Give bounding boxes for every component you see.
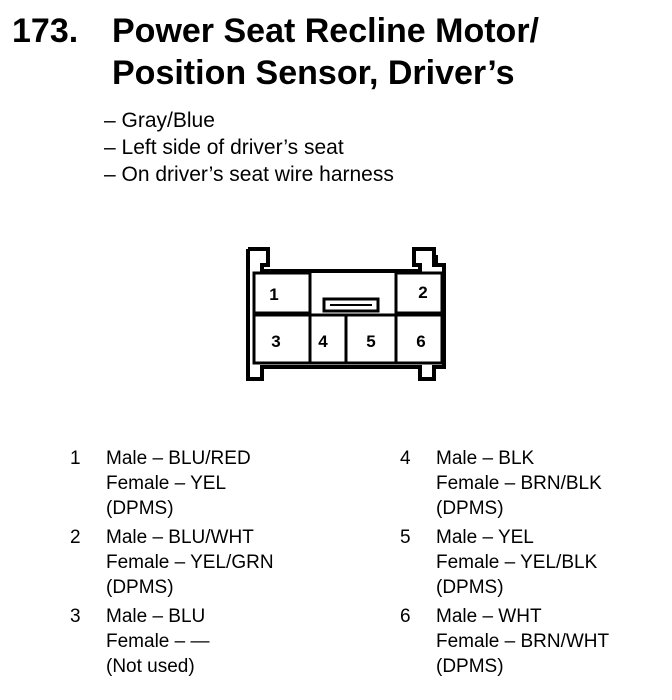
pin-entry-4: 4 Male – BLK Female – BRN/BLK (DPMS) [400,446,609,521]
title-text: Power Seat Recline Motor/ Position Senso… [112,10,539,94]
pin-note: (Not used) [106,656,195,677]
pin-list-left: 1 Male – BLU/RED Female – YEL (DPMS) 2 M… [70,446,274,683]
cavity-4 [308,313,348,365]
pin-number: 2 [70,527,81,548]
pin-male-wire: Male – BLU/WHT [106,527,254,548]
pin-note: (DPMS) [436,577,504,598]
pin-entry-3: 3 Male – BLU Female – — (Not used) [70,604,274,679]
pin-female-wire: Female – BRN/WHT [436,631,610,652]
pin-note: (DPMS) [106,577,174,598]
info-color: – Gray/Blue [104,109,215,132]
cavity-1 [252,271,312,315]
pin-number: 3 [70,606,81,627]
cavity-2 [394,271,444,315]
pin-female-wire: Female – YEL/GRN [106,552,274,573]
pin-male-wire: Male – BLK [436,448,535,469]
connector-housing [246,247,446,381]
pin-entry-2: 2 Male – BLU/WHT Female – YEL/GRN (DPMS) [70,525,274,600]
pin-entry-1: 1 Male – BLU/RED Female – YEL (DPMS) [70,446,274,521]
pin-female-wire: Female – YEL/BLK [436,552,598,573]
pin-note: (DPMS) [436,498,504,519]
pin-female-wire: Female – BRN/BLK [436,473,602,494]
locking-tab [322,297,380,313]
pin-male-wire: Male – WHT [436,606,542,627]
info-location: – Left side of driver’s seat [104,136,344,159]
pin-label-4: 4 [318,332,328,351]
pin-label-6: 6 [416,332,425,351]
connector-diagram: 1 2 3 4 5 6 [246,247,446,381]
pin-label-2: 2 [418,283,427,302]
pin-label-3: 3 [271,332,280,351]
connector-info-list: – Gray/Blue – Left side of driver’s seat… [104,107,394,188]
title-line-1: Power Seat Recline Motor/ [112,12,539,50]
pin-note: (DPMS) [436,656,504,677]
pin-number: 4 [400,448,411,469]
cavity-3 [252,313,312,365]
pin-number: 1 [70,448,81,469]
pin-entry-5: 5 Male – YEL Female – YEL/BLK (DPMS) [400,525,609,600]
pin-female-wire: Female – — [106,631,210,652]
pin-female-wire: Female – YEL [106,473,227,494]
pin-male-wire: Male – BLU/RED [106,448,251,469]
pin-note: (DPMS) [106,498,174,519]
cavity-6 [394,313,444,365]
title-number: 173. [12,12,79,50]
pin-list-right: 4 Male – BLK Female – BRN/BLK (DPMS) 5 M… [400,446,609,683]
pin-label-1: 1 [269,285,278,304]
pin-number: 6 [400,606,411,627]
pin-label-5: 5 [366,332,375,351]
pin-number: 5 [400,527,411,548]
pin-male-wire: Male – BLU [106,606,206,627]
title-line-2: Position Sensor, Driver’s [112,54,515,92]
info-harness: – On driver’s seat wire harness [104,163,394,186]
pin-male-wire: Male – YEL [436,527,534,548]
page-title: 173. Power Seat Recline Motor/ Position … [12,10,539,94]
pin-entry-6: 6 Male – WHT Female – BRN/WHT (DPMS) [400,604,609,679]
